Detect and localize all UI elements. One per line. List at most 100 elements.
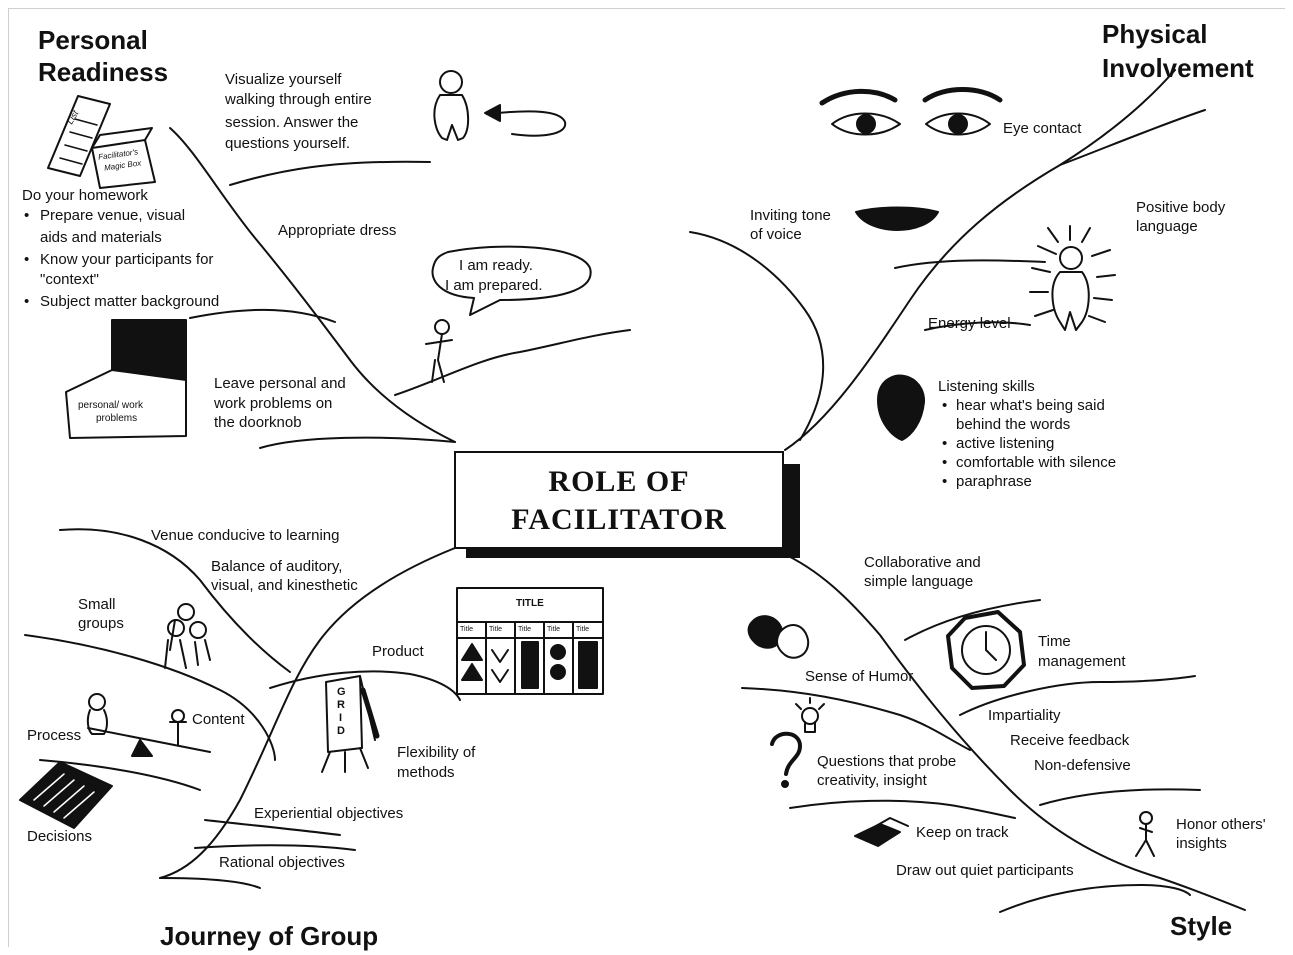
questions-line1: Questions that probe bbox=[817, 753, 957, 770]
table-col-1: Title bbox=[460, 626, 473, 633]
visualize-line1: Visualize yourself bbox=[225, 71, 342, 88]
grid-letter-i: I bbox=[339, 712, 343, 724]
hands-icon bbox=[854, 817, 909, 847]
appropriate-dress-label: Appropriate dress bbox=[278, 222, 397, 239]
question-mark-icon bbox=[770, 731, 802, 788]
journey-of-group-title: Journey of Group bbox=[160, 921, 379, 951]
energy-level-label: Energy level bbox=[928, 315, 1011, 332]
collaborative-line1: Collaborative and bbox=[864, 554, 981, 571]
center-title-line2: FACILITATOR bbox=[511, 503, 727, 536]
checklist-icon bbox=[47, 95, 111, 177]
questions-line2: creativity, insight bbox=[817, 772, 927, 789]
process-label: Process bbox=[27, 727, 82, 744]
time-line2: management bbox=[1038, 653, 1126, 670]
table-col-5: Title bbox=[576, 626, 589, 633]
feedback-label: Receive feedback bbox=[1010, 732, 1130, 749]
flexibility-line2: methods bbox=[397, 764, 455, 781]
impartiality-label: Impartiality bbox=[988, 707, 1061, 724]
grid-letter-g: G bbox=[337, 686, 346, 698]
grid-letter-d: D bbox=[337, 725, 345, 737]
small-group-icon bbox=[164, 603, 211, 669]
leave-problems-line2: work problems on bbox=[214, 395, 333, 412]
tone-line1: Inviting tone bbox=[750, 207, 831, 224]
homework-bullet-1-cont: aids and materials bbox=[40, 229, 162, 246]
flip-chart-icon bbox=[321, 675, 380, 773]
leave-problems-line3: the doorknob bbox=[214, 414, 302, 431]
seesaw-icon bbox=[86, 693, 211, 757]
small-groups-line2: groups bbox=[78, 615, 124, 632]
listening-bullet-3: comfortable with silence bbox=[956, 454, 1117, 471]
homework-bullet-2: Know your participants for bbox=[40, 251, 214, 268]
center-title-box: ROLE OF FACILITATOR bbox=[454, 451, 784, 549]
return-arrow-icon bbox=[484, 104, 567, 137]
small-groups-line1: Small bbox=[78, 596, 116, 613]
center-title-line1: ROLE OF bbox=[548, 465, 690, 498]
listening-bullet-2: active listening bbox=[956, 435, 1055, 452]
rational-label: Rational objectives bbox=[219, 854, 345, 871]
person-walking-icon bbox=[433, 70, 470, 141]
bullet-dot: • bbox=[942, 397, 948, 414]
leave-problems-line1: Leave personal and bbox=[214, 375, 346, 392]
door-icon bbox=[65, 319, 187, 439]
physical-involvement-title-line2: Involvement bbox=[1102, 53, 1254, 83]
mouth-icon bbox=[855, 206, 939, 231]
magic-box-icon bbox=[91, 127, 156, 189]
stick-figure-icon bbox=[425, 319, 453, 383]
honor-line2: insights bbox=[1176, 835, 1227, 852]
speech-bubble bbox=[431, 245, 592, 316]
bullet-dot: • bbox=[942, 473, 948, 490]
listening-skills-label: Listening skills bbox=[938, 378, 1035, 395]
time-line1: Time bbox=[1038, 633, 1071, 650]
flexibility-line1: Flexibility of bbox=[397, 744, 476, 761]
table-col-3: Title bbox=[518, 626, 531, 633]
homework-bullet-1: Prepare venue, visual bbox=[40, 207, 186, 224]
style-title: Style bbox=[1170, 911, 1233, 941]
bullet-dot: • bbox=[24, 293, 30, 310]
visualize-line3: session. Answer the bbox=[225, 114, 359, 131]
balance-line2: visual, and kinesthetic bbox=[211, 577, 358, 594]
balance-line1: Balance of auditory, bbox=[211, 558, 343, 575]
homework-bullet-2-cont: "context" bbox=[40, 271, 100, 288]
content-label: Content bbox=[192, 711, 245, 728]
homework-label: Do your homework bbox=[22, 187, 148, 204]
calculator-icon bbox=[19, 761, 113, 829]
ear-icon bbox=[877, 374, 926, 441]
venue-label: Venue conducive to learning bbox=[151, 527, 340, 544]
product-label: Product bbox=[372, 643, 424, 660]
table-title: TITLE bbox=[516, 598, 544, 609]
bullet-dot: • bbox=[942, 454, 948, 471]
bullet-dot: • bbox=[24, 251, 30, 268]
humor-masks-icon bbox=[747, 615, 810, 659]
keep-on-track-label: Keep on track bbox=[916, 824, 1009, 841]
door-box-label-line1: personal/ work bbox=[78, 400, 144, 411]
page-frame bbox=[8, 8, 1285, 947]
body-language-line1: Positive body bbox=[1136, 199, 1226, 216]
bullet-dot: • bbox=[24, 207, 30, 224]
door-box-label-line2: problems bbox=[96, 413, 138, 424]
body-language-line2: language bbox=[1136, 218, 1198, 235]
data-table-icon bbox=[456, 587, 604, 695]
radiating-person-icon bbox=[1029, 225, 1116, 331]
honor-line1: Honor others' bbox=[1176, 816, 1266, 833]
tone-line2: of voice bbox=[750, 226, 802, 243]
clock-icon bbox=[946, 610, 1026, 690]
eye-contact-label: Eye contact bbox=[1003, 120, 1082, 137]
non-defensive-label: Non-defensive bbox=[1034, 757, 1131, 774]
table-col-2: Title bbox=[489, 626, 502, 633]
lightbulb-icon bbox=[795, 697, 825, 733]
draw-out-quiet-label: Draw out quiet participants bbox=[896, 862, 1074, 879]
experiential-label: Experiential objectives bbox=[254, 805, 404, 822]
branch-lines bbox=[24, 69, 1246, 913]
speech-line1: I am ready. bbox=[459, 257, 533, 274]
homework-bullet-3: Subject matter background bbox=[40, 293, 220, 310]
collaborative-line2: simple language bbox=[864, 573, 974, 590]
grid-letter-r: R bbox=[337, 699, 345, 711]
table-col-4: Title bbox=[547, 626, 560, 633]
visualize-line2: walking through entire bbox=[225, 91, 372, 108]
bullet-dot: • bbox=[942, 435, 948, 452]
walking-figure-icon bbox=[1135, 811, 1155, 857]
visualize-line4: questions yourself. bbox=[225, 135, 351, 152]
listening-bullet-1: hear what's being said bbox=[956, 397, 1105, 414]
physical-involvement-title-line1: Physical bbox=[1102, 19, 1208, 49]
